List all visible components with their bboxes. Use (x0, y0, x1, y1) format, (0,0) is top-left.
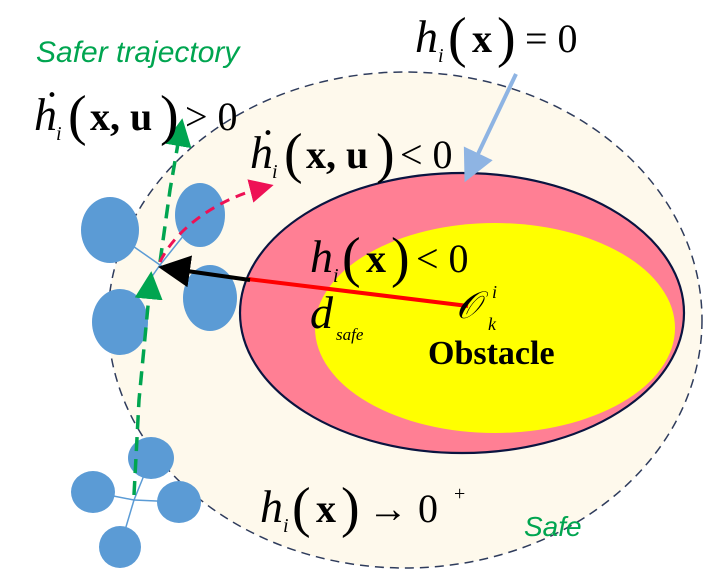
rotor (157, 481, 201, 523)
safe-label: Safe (524, 511, 582, 542)
eq-symbol: h (260, 481, 283, 532)
rotor (183, 265, 237, 331)
obstacle-core (315, 223, 675, 433)
eq-symbol: ḣ (250, 127, 273, 178)
eq-paren: ) (497, 7, 516, 69)
eq-argument: x (366, 236, 386, 281)
drone-upper (81, 183, 237, 355)
rotor (128, 437, 174, 479)
rotor (175, 183, 225, 247)
eq-relation: < 0 (400, 132, 453, 177)
d-safe-line (247, 277, 469, 308)
eq-subscript: i (56, 123, 62, 145)
eq-subscript: i (333, 265, 339, 287)
eq-argument: x (316, 486, 336, 531)
eq-argument: x, u (306, 132, 368, 177)
eq-relation: > 0 (185, 94, 238, 139)
eq-relation: = 0 (525, 16, 578, 61)
obstacle-set-superscript: i (492, 282, 497, 302)
rotor (92, 289, 148, 355)
eq-subscript: i (438, 45, 444, 67)
eq-subscript: i (272, 161, 278, 183)
eq-paren: ( (292, 477, 311, 539)
equation-hdot-positive: ḣ i ( x, u ) > 0 (34, 85, 238, 147)
equation-hdot-negative: ḣ i ( x, u ) < 0 (250, 123, 453, 185)
rotor (81, 197, 139, 263)
distance-arrow (158, 255, 251, 288)
obstacle-set-subscript: k (488, 314, 497, 334)
eq-subscript: i (283, 515, 289, 537)
eq-symbol: ḣ (34, 89, 57, 140)
d-subscript: safe (336, 325, 364, 344)
eq-paren: ) (160, 85, 179, 147)
drone-lower (71, 437, 201, 568)
eq-paren: ( (448, 7, 467, 69)
obstacle-label: Obstacle (428, 335, 555, 372)
eq-superscript: + (454, 483, 465, 505)
equation-boundary: h i ( x ) = 0 (415, 7, 578, 69)
eq-argument: x (472, 16, 492, 61)
eq-symbol: h (310, 231, 333, 282)
eq-paren: ) (391, 227, 410, 289)
eq-paren: ) (341, 477, 360, 539)
equation-limit: h i ( x ) → 0 + (260, 477, 465, 539)
eq-argument: x, u (90, 94, 152, 139)
eq-symbol: h (415, 11, 438, 62)
boundary-pointer-arrow (463, 73, 518, 183)
eq-paren: ( (68, 85, 87, 147)
equation-inside: h i ( x ) < 0 (310, 227, 469, 289)
rotor (71, 471, 115, 513)
safer-trajectory-lower (132, 271, 163, 496)
safer-trajectory-label: Safer trajectory (36, 36, 241, 69)
d-safe-label: d safe (310, 287, 364, 344)
eq-relation: < 0 (416, 236, 469, 281)
rotor (99, 526, 141, 568)
eq-paren: ( (342, 227, 361, 289)
unsafe-direction-arrow (158, 179, 274, 263)
eq-paren: ( (284, 123, 303, 185)
safer-trajectory-upper (158, 118, 192, 263)
eq-paren: ) (376, 123, 395, 185)
d-symbol: d (310, 287, 334, 338)
eq-relation: → 0 (368, 486, 438, 531)
